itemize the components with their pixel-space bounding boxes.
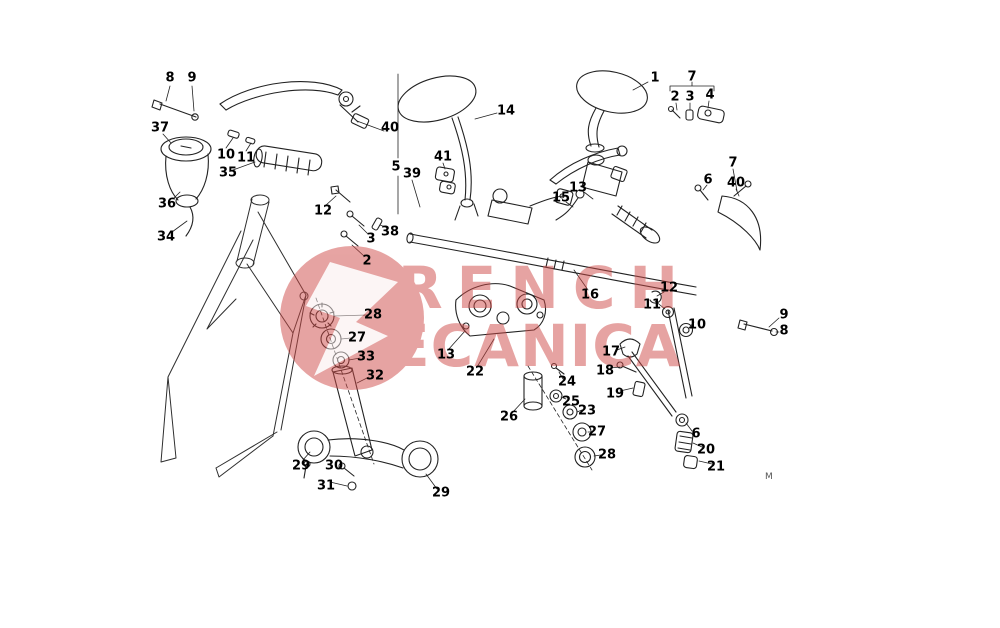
part-label-11: 11 xyxy=(642,297,662,313)
part-label-9: 9 xyxy=(779,307,789,323)
part-label-32: 32 xyxy=(365,368,385,384)
part-label-40: 40 xyxy=(380,120,400,136)
lower-triple-clamp xyxy=(297,430,439,491)
handlebar-tube xyxy=(406,232,697,296)
small-fasteners-left xyxy=(330,185,383,247)
right-bar-hardware xyxy=(649,290,779,338)
part-label-22: 22 xyxy=(465,364,485,380)
part-label-8: 8 xyxy=(165,70,175,86)
mirror-left xyxy=(397,75,479,221)
part-label-4: 4 xyxy=(705,87,715,103)
part-label-18: 18 xyxy=(595,363,615,379)
part-label-13: 13 xyxy=(436,347,456,363)
part-label-28: 28 xyxy=(597,447,617,463)
brake-master-and-throttle xyxy=(487,145,661,244)
part-label-38: 38 xyxy=(380,224,400,240)
bolt-top-left xyxy=(151,99,199,121)
right-bracket xyxy=(694,180,762,251)
part-label-13: 13 xyxy=(568,180,588,196)
part-label-17: 17 xyxy=(601,344,621,360)
part-label-21: 21 xyxy=(706,459,726,475)
switchgear-left xyxy=(434,166,456,195)
part-label-34: 34 xyxy=(156,229,176,245)
part-label-28: 28 xyxy=(363,307,383,323)
stem-hardware-center xyxy=(523,362,596,471)
part-label-10: 10 xyxy=(687,317,707,333)
part-label-19: 19 xyxy=(605,386,625,402)
part-label-24: 24 xyxy=(557,374,577,390)
part-label-10: 10 xyxy=(216,147,236,163)
part-label-7: 7 xyxy=(687,69,697,85)
part-label-35: 35 xyxy=(218,165,238,181)
part-label-9: 9 xyxy=(187,70,197,86)
part-label-37: 37 xyxy=(150,120,170,136)
part-label-27: 27 xyxy=(347,330,367,346)
part-label-33: 33 xyxy=(356,349,376,365)
mirror-mount-parts xyxy=(667,105,725,124)
part-label-23: 23 xyxy=(577,403,597,419)
part-label-2: 2 xyxy=(362,253,372,269)
part-label-15: 15 xyxy=(551,190,571,206)
part-label-36: 36 xyxy=(157,196,177,212)
leader-lines xyxy=(162,73,780,490)
part-label-29: 29 xyxy=(431,485,451,501)
clutch-lever-assembly xyxy=(219,81,370,145)
part-label-2: 2 xyxy=(670,89,680,105)
top-triple-clamp xyxy=(455,283,547,337)
part-label-27: 27 xyxy=(587,424,607,440)
part-label-20: 20 xyxy=(696,442,716,458)
part-label-16: 16 xyxy=(580,287,600,303)
part-label-3: 3 xyxy=(366,231,376,247)
part-label-1: 1 xyxy=(650,70,660,86)
part-label-30: 30 xyxy=(324,458,344,474)
part-label-7: 7 xyxy=(728,155,738,171)
part-label-3: 3 xyxy=(685,89,695,105)
ignition-switch xyxy=(160,136,212,237)
riser-clamp-parts xyxy=(616,338,677,417)
part-label-12: 12 xyxy=(659,280,679,296)
part-label-5: 5 xyxy=(391,159,401,175)
mirror-right xyxy=(576,70,648,153)
part-label-12: 12 xyxy=(313,203,333,219)
part-label-41: 41 xyxy=(433,149,453,165)
corner-mark: M xyxy=(765,472,773,482)
part-label-6: 6 xyxy=(691,426,701,442)
part-label-11: 11 xyxy=(236,150,256,166)
part-label-26: 26 xyxy=(499,409,519,425)
left-grip xyxy=(253,145,323,176)
part-label-29: 29 xyxy=(291,458,311,474)
part-label-40: 40 xyxy=(726,175,746,191)
part-label-25: 25 xyxy=(561,394,581,410)
part-label-39: 39 xyxy=(402,166,422,182)
damper-lower-right xyxy=(667,307,698,470)
part-label-8: 8 xyxy=(779,323,789,339)
part-label-14: 14 xyxy=(496,103,516,119)
part-label-6: 6 xyxy=(703,172,713,188)
part-label-31: 31 xyxy=(316,478,336,494)
